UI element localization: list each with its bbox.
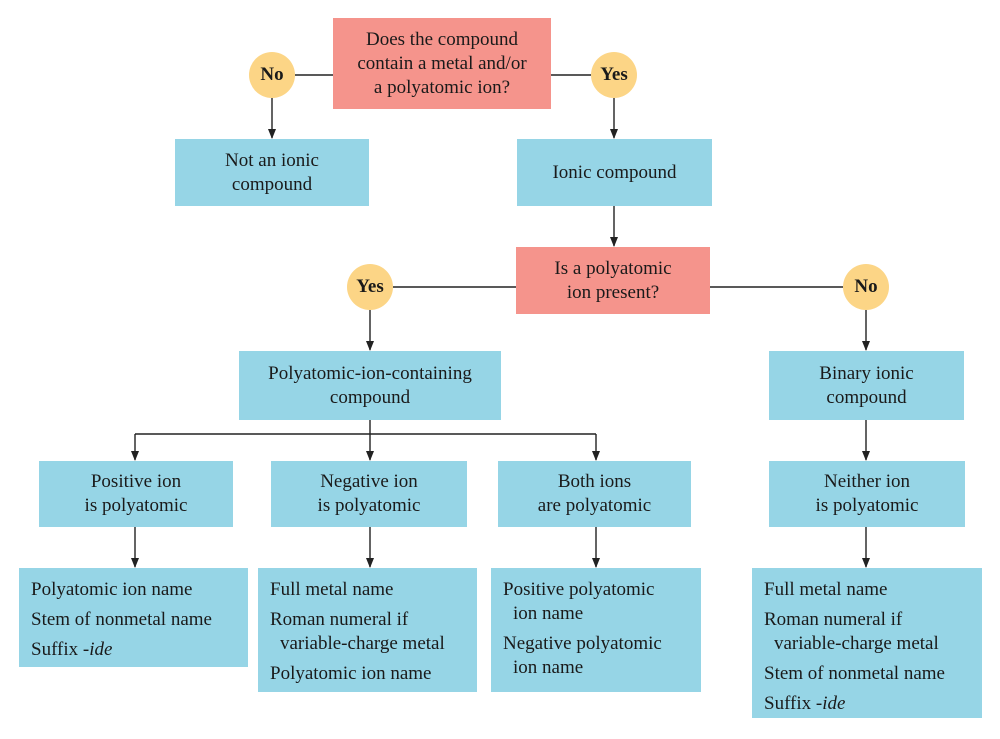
poly-compound-line-2: compound <box>329 386 411 408</box>
binary-ionic-compound-box: Binary ionic compound <box>769 351 964 420</box>
q1-line-2: contain a metal and/or <box>357 52 527 74</box>
naming-rule-neither-polyatomic: Full metal name Roman numeral if variabl… <box>752 568 982 718</box>
both-poly-line-1: Both ions <box>557 471 632 492</box>
naming-rule-both-polyatomic: Positive polyatomic ion name Negative po… <box>491 568 701 692</box>
binary-line-1: Binary ionic <box>819 362 914 384</box>
q1-line-1: Does the compound <box>366 28 518 50</box>
ionic-compound-box: Ionic compound <box>517 139 712 206</box>
neither-poly-line-1: Neither ion <box>823 471 910 492</box>
q2-line-1: Is a polyatomic <box>554 257 672 279</box>
rule-pos-line-3: Suffix -ide <box>31 639 113 660</box>
neg-poly-line-1: Negative ion <box>320 471 418 492</box>
neither-poly-line-2: is polyatomic <box>815 495 919 516</box>
rule-neither-line-3: Stem of nonmetal name <box>764 663 945 684</box>
pos-poly-line-1: Positive ion <box>90 471 182 492</box>
answer-no-2: No <box>843 264 889 310</box>
both-poly-line-2: are polyatomic <box>537 495 652 516</box>
ionic-line-1: Ionic compound <box>552 161 677 183</box>
rule-neither-line-2b: variable-charge metal <box>774 633 939 654</box>
not-ionic-compound-box: Not an ionic compound <box>175 139 369 206</box>
rule-neg-line-3: Polyatomic ion name <box>270 663 432 684</box>
rule-neg-line-2a: Roman numeral if <box>270 609 409 630</box>
rule-neg-line-2b: variable-charge metal <box>280 633 445 654</box>
polyatomic-compound-box: Polyatomic-ion-containing compound <box>239 351 501 420</box>
naming-rule-positive-polyatomic: Polyatomic ion name Stem of nonmetal nam… <box>19 568 248 667</box>
positive-ion-polyatomic-box: Positive ion is polyatomic <box>39 461 233 527</box>
rule-neither-line-1: Full metal name <box>764 579 888 600</box>
q1-line-3: a polyatomic ion? <box>373 76 511 98</box>
both-ions-polyatomic-box: Both ions are polyatomic <box>498 461 691 527</box>
q2-line-2: ion present? <box>566 281 660 303</box>
answer-no-1: No <box>249 52 295 98</box>
question-metal-or-polyatomic: Does the compound contain a metal and/or… <box>333 18 551 109</box>
rule-pos-line-1: Polyatomic ion name <box>31 579 193 600</box>
question-polyatomic-present: Is a polyatomic ion present? <box>516 247 710 314</box>
rule-neither-line-2a: Roman numeral if <box>764 609 903 630</box>
rule-pos-line-2: Stem of nonmetal name <box>31 609 212 630</box>
rule-neither-line-4: Suffix -ide <box>764 693 846 714</box>
negative-ion-polyatomic-box: Negative ion is polyatomic <box>271 461 467 527</box>
pos-poly-line-2: is polyatomic <box>84 495 188 516</box>
rule-both-line-1a: Positive polyatomic <box>503 579 655 600</box>
answer-yes-1: Yes <box>591 52 637 98</box>
binary-line-2: compound <box>826 386 907 408</box>
naming-rule-negative-polyatomic: Full metal name Roman numeral if variabl… <box>258 568 477 692</box>
rule-both-line-2a: Negative polyatomic <box>503 633 662 654</box>
rule-neg-line-1: Full metal name <box>270 579 394 600</box>
rule-both-line-2b: ion name <box>513 657 584 678</box>
answer-yes-2: Yes <box>347 264 393 310</box>
neither-ion-polyatomic-box: Neither ion is polyatomic <box>769 461 965 527</box>
poly-compound-line-1: Polyatomic-ion-containing <box>268 362 472 384</box>
not-ionic-line-1: Not an ionic <box>225 149 319 171</box>
not-ionic-line-2: compound <box>231 173 313 195</box>
rule-both-line-1b: ion name <box>513 603 584 624</box>
neg-poly-line-2: is polyatomic <box>317 495 421 516</box>
